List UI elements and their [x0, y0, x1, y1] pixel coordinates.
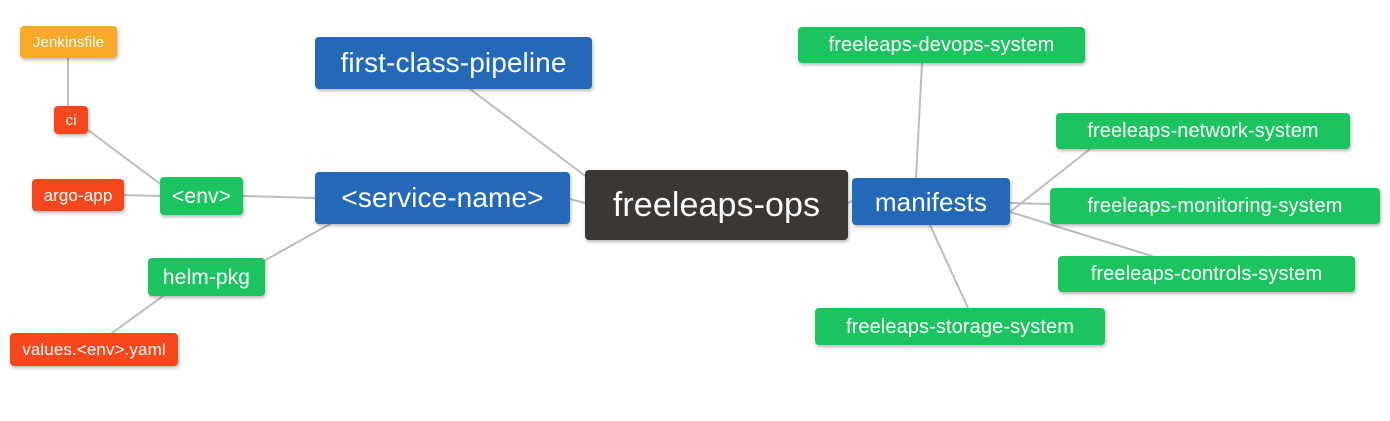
mindmap-node-label: freeleaps-ops — [612, 186, 821, 224]
mindmap-node-label: freeleaps-storage-system — [845, 315, 1075, 338]
mindmap-node-label: <env> — [172, 184, 231, 208]
mindmap-node-freeleaps-devops-system[interactable]: freeleaps-devops-system — [798, 27, 1085, 63]
mindmap-node-label: manifests — [874, 186, 988, 217]
mindmap-node-freeleaps-network-system[interactable]: freeleaps-network-system — [1056, 113, 1350, 149]
mindmap-node-label: freeleaps-devops-system — [828, 34, 1055, 56]
mindmap-node-argo-app[interactable]: argo-app — [32, 179, 124, 211]
mindmap-node-freeleaps-storage-system[interactable]: freeleaps-storage-system — [815, 308, 1105, 345]
mindmap-node-service-name[interactable]: <service-name> — [315, 172, 570, 224]
mindmap-node-label: freeleaps-controls-system — [1090, 263, 1323, 285]
mindmap-node-label: freeleaps-monitoring-system — [1087, 195, 1343, 217]
edge-service-name-to-helm-pkg — [261, 223, 331, 263]
mindmap-node-label: ci — [65, 111, 77, 129]
edge-helm-pkg-to-values-env-yaml — [111, 295, 164, 334]
edge-env-to-ci — [87, 129, 164, 187]
edge-env-to-argo-app — [123, 194, 161, 197]
mindmap-node-label: argo-app — [43, 185, 113, 205]
edge-service-name-to-env — [242, 195, 316, 199]
mindmap-node-first-class-pipeline[interactable]: first-class-pipeline — [315, 37, 592, 89]
edge-manifests-to-freeleaps-devops-system — [915, 62, 923, 179]
edge-manifests-to-freeleaps-storage-system — [929, 224, 969, 309]
mindmap-node-label: values.<env>.yaml — [22, 340, 166, 359]
mindmap-node-label: helm-pkg — [162, 265, 251, 289]
mindmap-node-freeleaps-ops[interactable]: freeleaps-ops — [585, 170, 848, 240]
mindmap-node-manifests[interactable]: manifests — [852, 178, 1010, 225]
edge-manifests-to-freeleaps-monitoring-system — [1009, 202, 1051, 205]
mindmap-node-label: <service-name> — [341, 182, 544, 213]
mindmap-node-helm-pkg[interactable]: helm-pkg — [148, 258, 265, 296]
mindmap-node-label: first-class-pipeline — [340, 47, 567, 78]
mindmap-node-freeleaps-monitoring-system[interactable]: freeleaps-monitoring-system — [1050, 188, 1380, 224]
mindmap-node-values-env-yaml[interactable]: values.<env>.yaml — [10, 333, 178, 366]
edge-freeleaps-ops-to-service-name — [569, 198, 586, 204]
mindmap-node-label: freeleaps-network-system — [1087, 120, 1319, 142]
mindmap-node-jenkinsfile[interactable]: Jenkinsfile — [20, 26, 117, 58]
mindmap-node-env[interactable]: <env> — [160, 177, 243, 215]
mindmap-node-ci[interactable]: ci — [54, 106, 88, 134]
mindmap-node-label: Jenkinsfile — [32, 33, 105, 51]
mindmap-node-freeleaps-controls-system[interactable]: freeleaps-controls-system — [1058, 256, 1355, 292]
edge-freeleaps-ops-to-first-class-pipeline — [469, 88, 589, 179]
